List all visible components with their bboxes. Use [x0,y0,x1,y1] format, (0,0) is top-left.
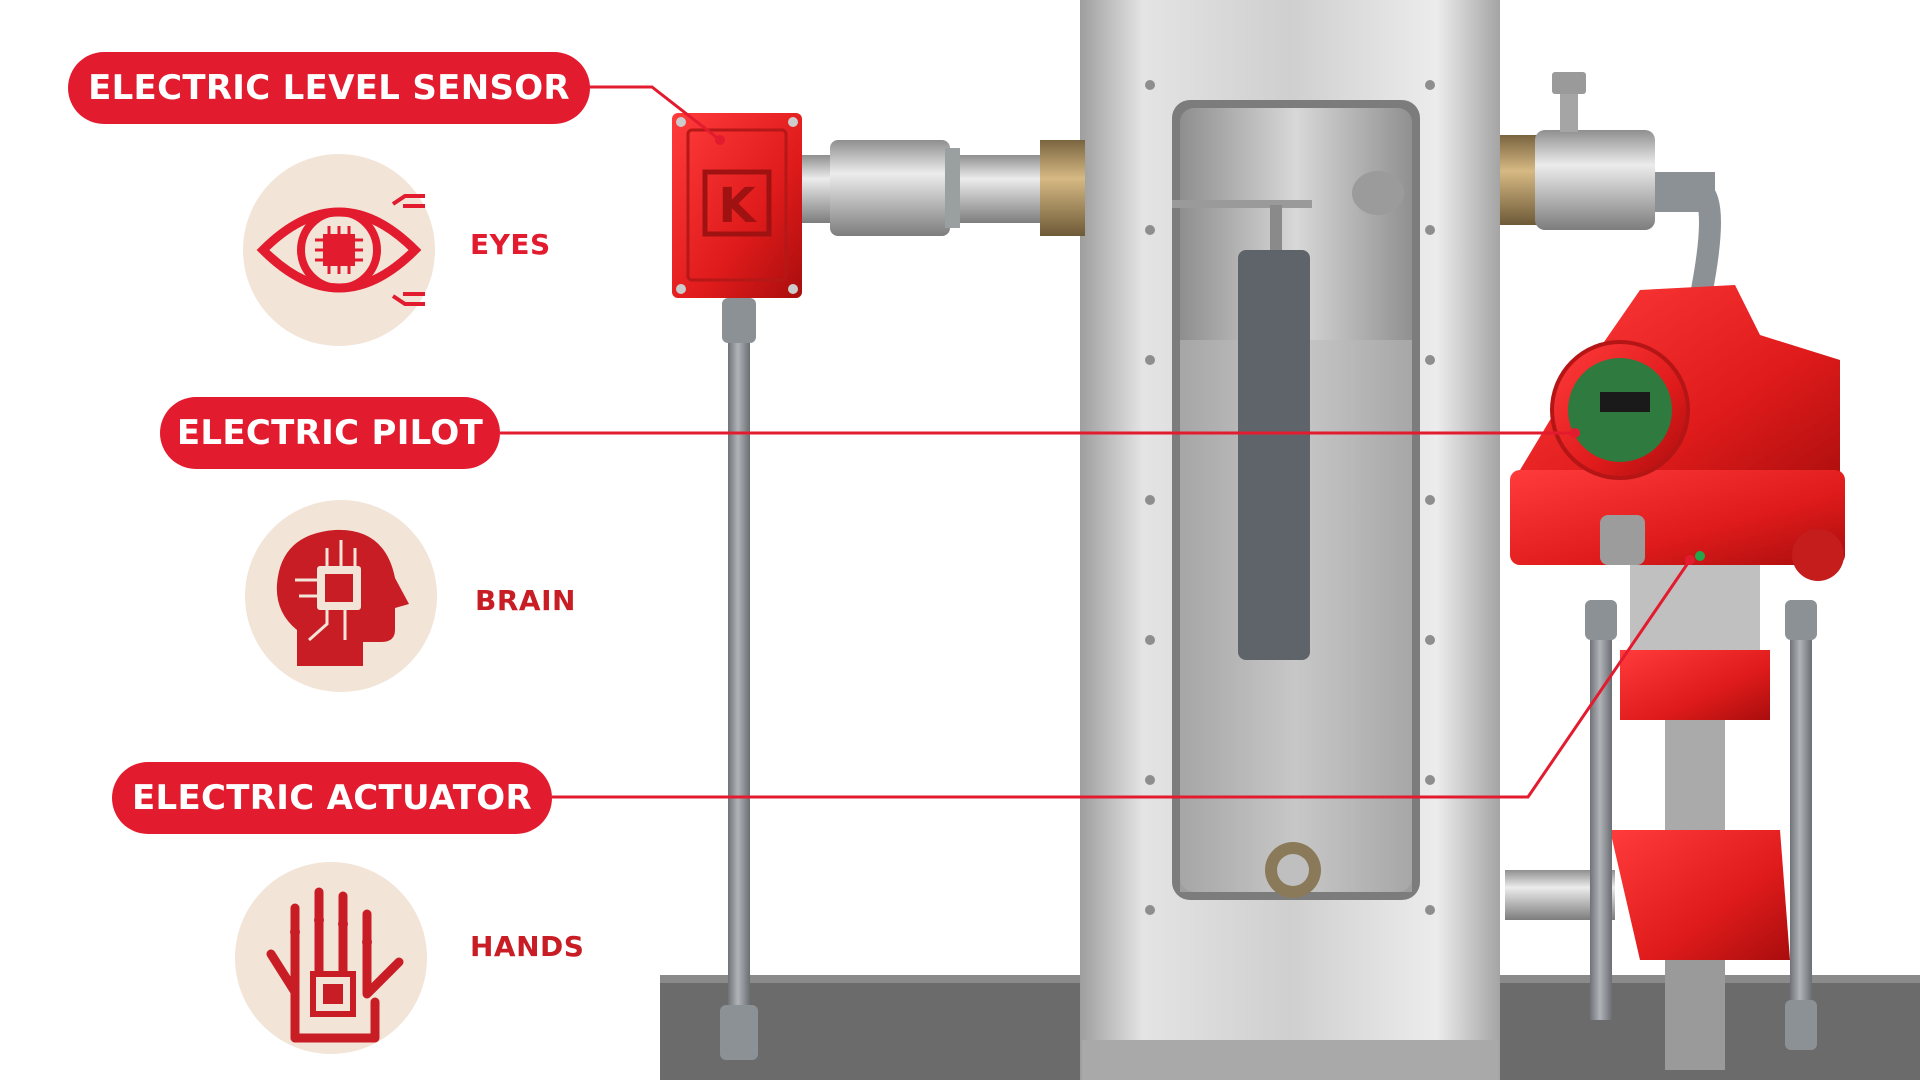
actuator-label: ELECTRIC ACTUATOR [112,762,552,834]
hands-label: HANDS [470,930,585,963]
pilot-label: ELECTRIC PILOT [160,397,500,469]
head-with-chip-icon [245,500,437,692]
actuator-leader-dot [1685,555,1695,565]
actuator-leader [552,559,1692,799]
sensor-brand-mark: K [718,178,757,234]
level-sensor-label: ELECTRIC LEVEL SENSOR [68,52,590,124]
brain-label: BRAIN [475,584,576,617]
level-sensor-leader-dot [715,135,725,145]
hand-with-chip-icon [235,862,427,1054]
pilot-leader-dot [1570,428,1580,438]
level-sensor-leader [585,85,721,142]
eye-with-chip-icon [243,154,435,346]
eyes-label: EYES [470,228,551,261]
